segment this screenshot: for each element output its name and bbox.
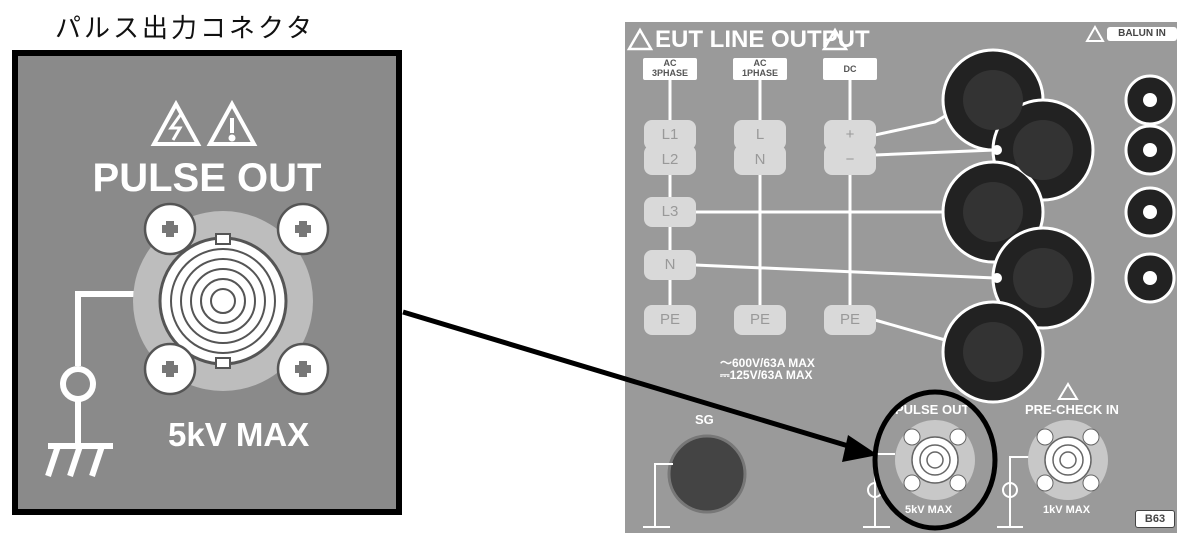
terminal-l2: L2 [644,145,696,175]
high-voltage-warning-icon [150,99,202,146]
panel-pulse-out-label: PULSE OUT [895,402,970,417]
panel-pulse-out-connector [895,420,975,500]
figure-title: パルス出力コネクタ [55,14,315,44]
terminal-pe-dc: PE [824,305,876,335]
terminal-pe-3phase: PE [644,305,696,335]
ac-rating-label: ～600V/63A MAX [720,356,815,370]
pre-check-in-rating: 1kV MAX [1043,504,1091,516]
model-label: B63 [1135,510,1175,528]
panel-pulse-out-rating: 5kV MAX [905,504,953,516]
terminal-pe-1phase: PE [734,305,786,335]
terminal-l3: L3 [644,197,696,227]
header-ac-1phase: AC 1PHASE [733,58,787,80]
caution-warning-icon [206,99,258,146]
highlight-circle [872,389,998,531]
pointer-arrow-line [402,309,856,451]
eut-line-output-label: EUT LINE OUTPUT [655,26,870,53]
header-dc: DC [823,58,877,80]
balun-in-label: BALUN IN [1107,27,1177,41]
header-ac-3phase: AC 3PHASE [643,58,697,80]
terminal-n: N [644,250,696,280]
terminal-n-1phase: N [734,145,786,175]
sg-label: SG [695,412,714,427]
dc-rating-label: ⎓125V/63A MAX [720,368,813,382]
pre-check-in-label: PRE-CHECK IN [1025,402,1119,417]
sg-knob [667,434,747,514]
mounting-screw-icon [143,202,330,396]
ground-symbol-icon [45,291,148,477]
pointer-arrowhead-icon [842,435,878,462]
pre-check-in-connector [1028,420,1108,500]
zoom-pulse-out-label: PULSE OUT [92,156,322,200]
pulse-out-zoom-panel: PULSE OUT 5kV MAX [12,50,402,515]
zoom-rating-label: 5kV MAX [168,416,310,453]
device-panel-image: EUT LINE OUTPUT BALUN IN AC 3PHASE AC 1P… [625,22,1177,533]
terminal-minus: − [824,145,876,175]
